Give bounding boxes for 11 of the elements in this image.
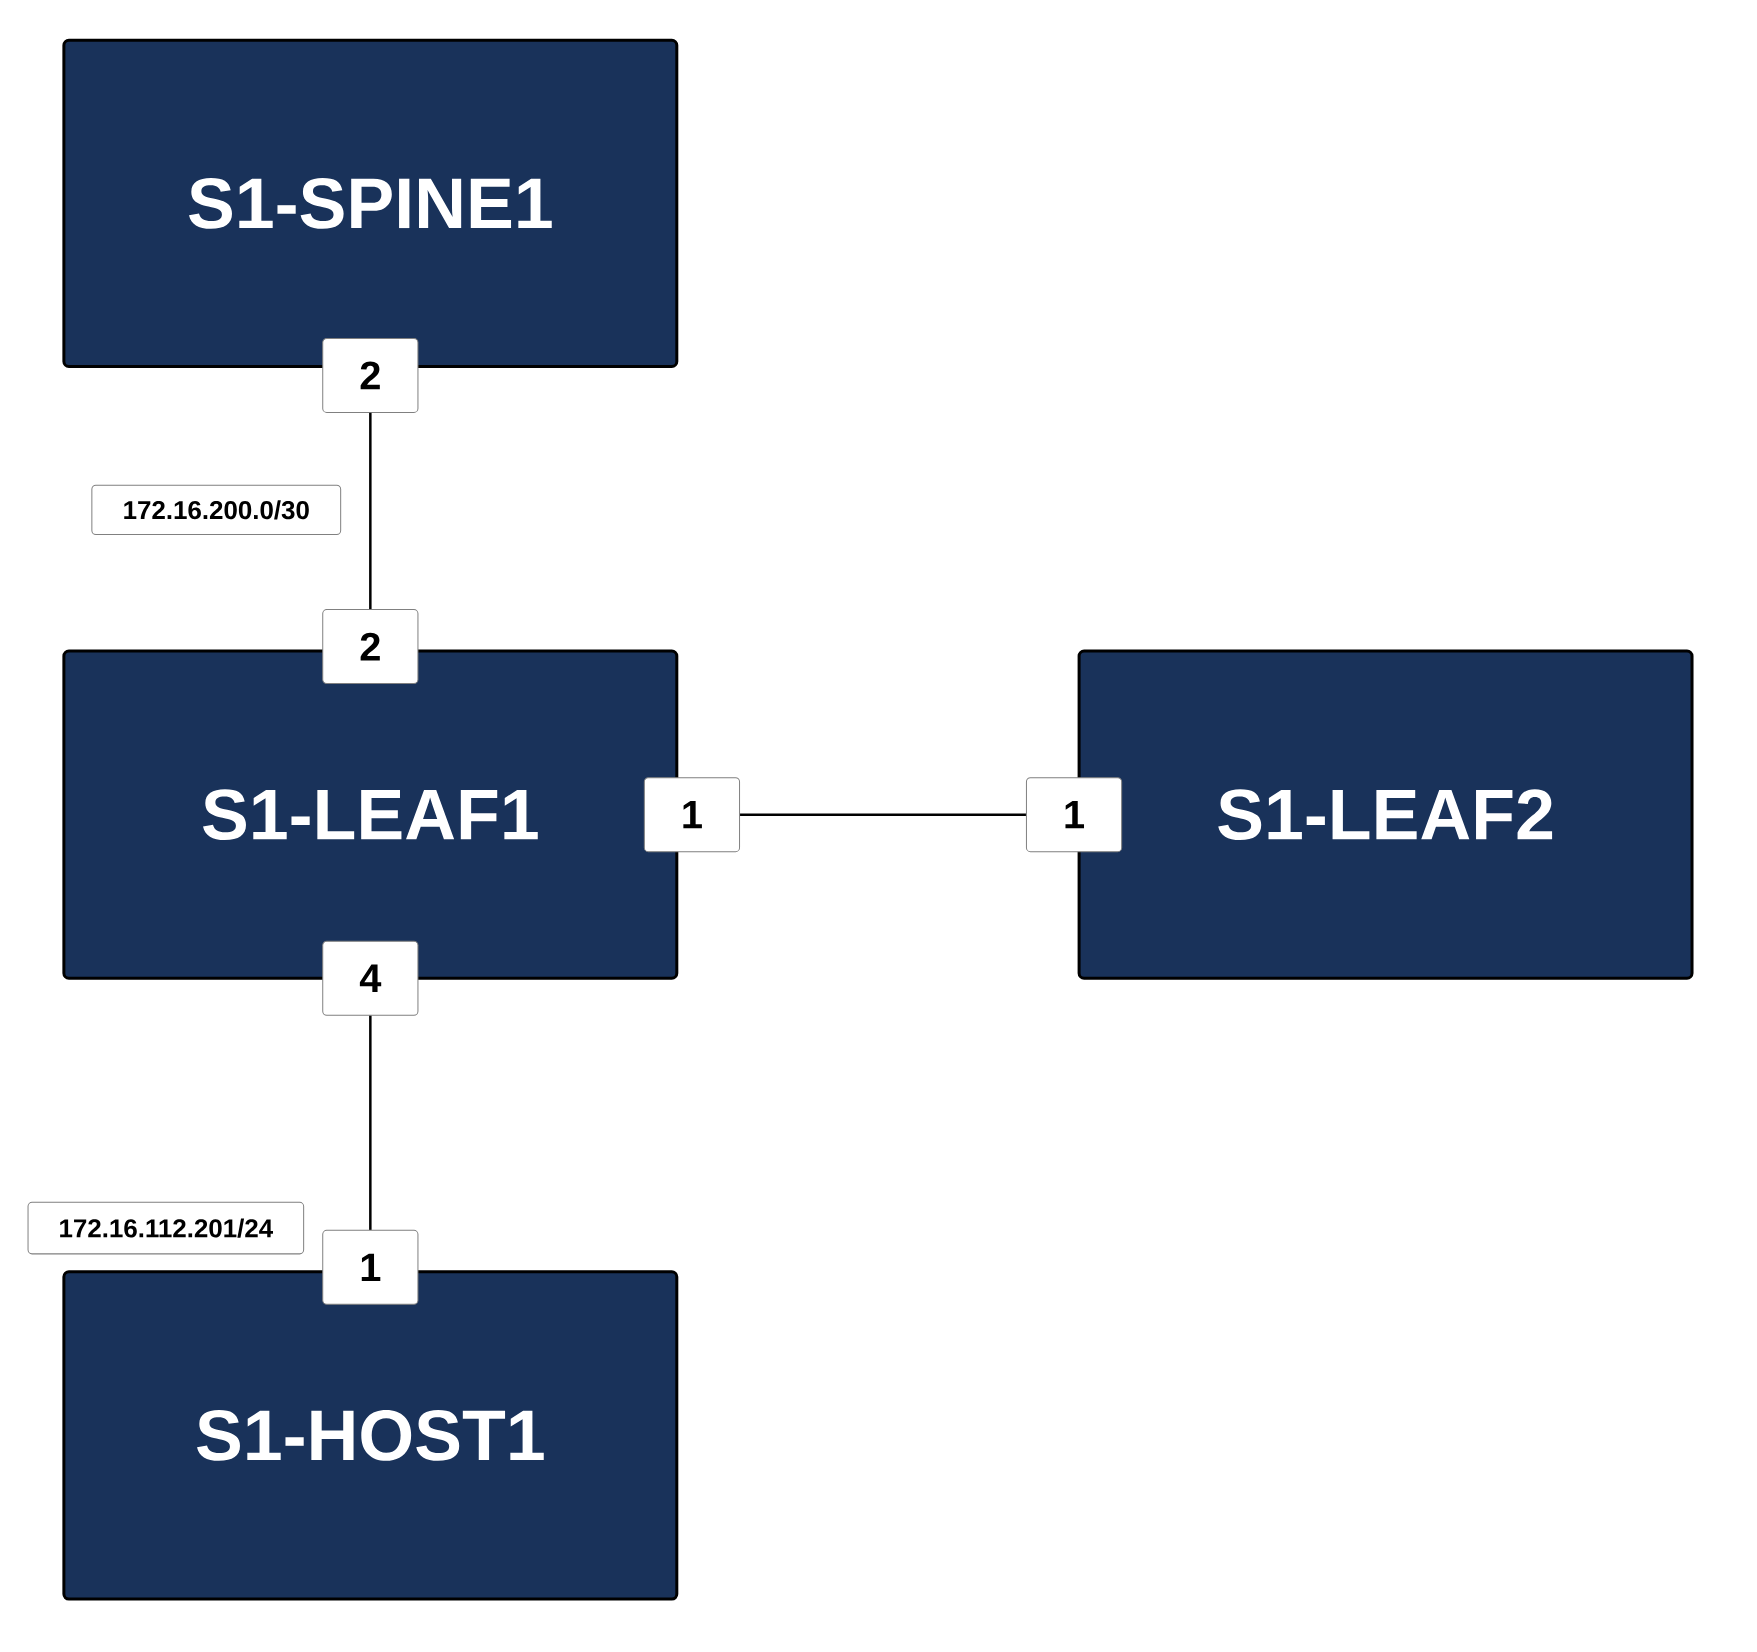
- link-line: [740, 813, 1026, 817]
- port-box: 1: [322, 1230, 419, 1305]
- link-line: [369, 1015, 372, 1230]
- port-box: 1: [1025, 777, 1123, 853]
- port-box: 4: [322, 940, 419, 1016]
- subnet-label: 172.16.112.201/24: [27, 1202, 305, 1255]
- port-box: 1: [643, 777, 741, 853]
- port-box: 2: [322, 338, 419, 414]
- link-line: [369, 413, 372, 610]
- subnet-label: 172.16.200.0/30: [91, 484, 342, 536]
- port-box: 2: [322, 609, 419, 685]
